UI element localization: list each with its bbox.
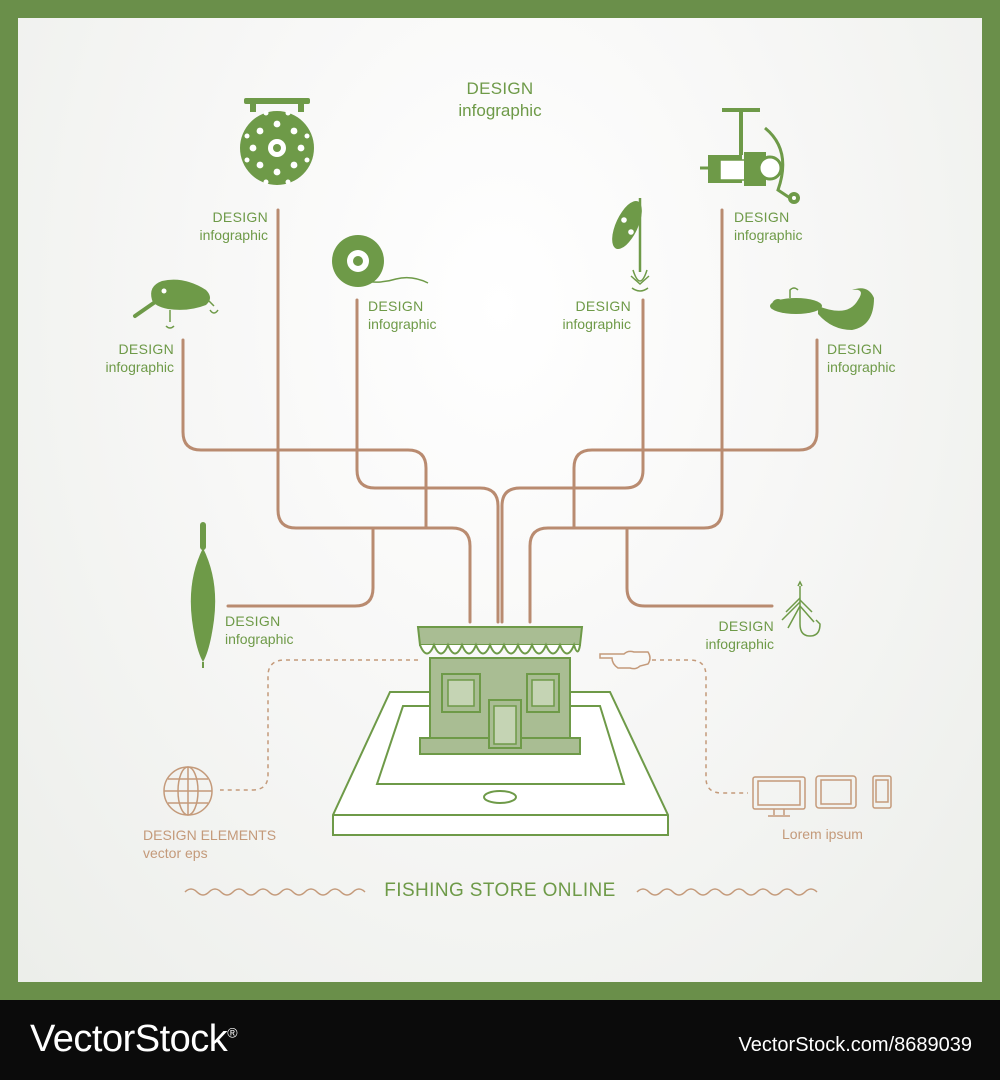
watermark-brand: VectorStock® [30, 1018, 238, 1061]
branch-fly-hook [625, 528, 774, 608]
label-spinner-line1: DESIGN [575, 298, 631, 314]
title-line1: DESIGN [466, 79, 534, 98]
registered-mark: ® [227, 1024, 238, 1041]
branch-reel [276, 208, 472, 624]
footer-title: FISHING STORE ONLINE [384, 880, 616, 901]
fly-hook-icon [781, 580, 821, 637]
wave-dividers [184, 888, 818, 896]
tablet [332, 691, 669, 836]
pointing-hand-icon [599, 650, 651, 670]
label-line-spool: DESIGN infographic [368, 297, 437, 333]
label-reel-line1: DESIGN [212, 209, 268, 225]
globe-icon [163, 766, 213, 816]
label-crankbait-line2: infographic [105, 359, 175, 375]
label-float: DESIGN infographic [225, 612, 294, 648]
label-soft-worm-line1: DESIGN [827, 341, 883, 357]
label-spinning-reel-line2: infographic [734, 227, 803, 243]
design-elements-label: DESIGN ELEMENTS vector eps [143, 826, 276, 862]
label-reel-line2: infographic [199, 227, 269, 243]
desktop-monitor-icon [752, 776, 806, 817]
tablet-device-icon [815, 775, 857, 809]
devices-caption: Lorem ipsum [782, 826, 863, 842]
crankbait-lure-icon [133, 279, 219, 329]
branch-spinning-reel [528, 208, 724, 624]
label-spinning-reel: DESIGN infographic [734, 208, 803, 244]
watermark-id: VectorStock.com/8689039 [738, 1034, 972, 1056]
label-fly-hook-line1: DESIGN [718, 618, 774, 634]
design-elements-line2: vector eps [143, 845, 208, 861]
design-elements-line1: DESIGN ELEMENTS [143, 827, 277, 843]
branch-crankbait [181, 338, 428, 530]
smartphone-icon [872, 775, 892, 809]
label-spinner-line2: infographic [562, 316, 632, 332]
line-spool-icon [332, 235, 429, 287]
label-crankbait-line1: DESIGN [118, 341, 174, 357]
title-line2: infographic [458, 101, 542, 120]
branch-lines [181, 208, 819, 624]
label-float-line1: DESIGN [225, 613, 281, 629]
label-fly-hook-line2: infographic [705, 636, 775, 652]
branch-line-spool [355, 298, 500, 624]
soft-worm-lure-icon [770, 287, 874, 330]
branch-spinner [500, 298, 645, 624]
infographic-art [133, 98, 892, 896]
watermark-brand-text: VectorStock [30, 1018, 228, 1060]
spinner-lure-icon [612, 198, 650, 292]
label-fly-hook: DESIGN infographic [688, 617, 775, 653]
watermark-bar [0, 1000, 1000, 1080]
spinning-reel-icon [700, 108, 800, 204]
label-spinning-reel-line1: DESIGN [734, 209, 790, 225]
branch-float [226, 528, 375, 608]
store-building-icon [416, 626, 584, 755]
bobber-float-icon [190, 522, 216, 668]
label-crankbait: DESIGN infographic [88, 340, 175, 376]
label-float-line2: infographic [225, 631, 294, 647]
device-icons [752, 775, 892, 817]
title-label: DESIGN infographic [440, 78, 560, 122]
fly-reel-icon [240, 98, 314, 185]
dashed-connectors [220, 659, 748, 794]
label-spinner: DESIGN infographic [545, 297, 632, 333]
branch-soft-worm [572, 338, 819, 530]
label-line-spool-line2: infographic [368, 316, 437, 332]
label-soft-worm-line2: infographic [827, 359, 896, 375]
label-line-spool-line1: DESIGN [368, 298, 424, 314]
label-reel: DESIGN infographic [182, 208, 269, 244]
label-soft-worm: DESIGN infographic [827, 340, 896, 376]
